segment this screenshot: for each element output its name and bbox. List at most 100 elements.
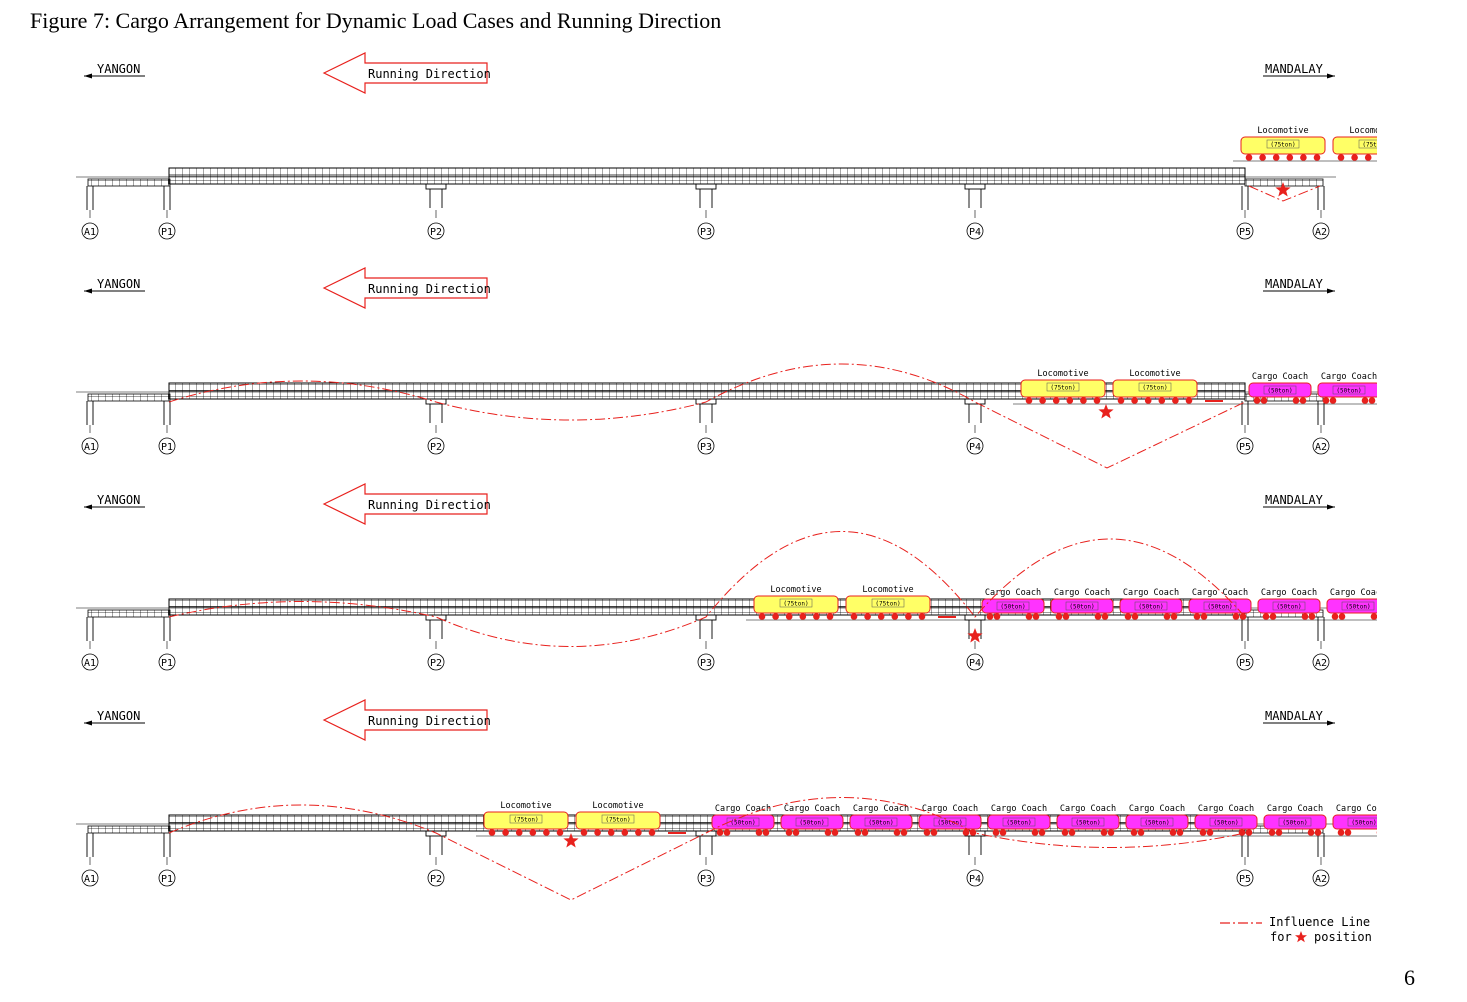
wheel <box>1379 154 1386 161</box>
support-label: P3 <box>700 874 712 885</box>
support-label-circle <box>427 653 445 671</box>
coupler <box>938 616 956 618</box>
support-label-circle <box>1312 869 1330 887</box>
vehicle-weight: (50ton) <box>1138 604 1163 611</box>
cargo-coach: (50ton)Cargo Coach <box>1056 804 1120 836</box>
support-p4: P4 <box>964 398 986 455</box>
vehicle-body <box>575 811 661 830</box>
cargo-coach: (50ton) Cargo Coach <box>780 804 844 836</box>
support-a2: A2 <box>1312 617 1330 671</box>
support-p4: P4 <box>964 183 986 240</box>
pier-cap <box>425 183 447 190</box>
weight-box <box>1266 139 1300 149</box>
support-label: A2 <box>1315 442 1327 453</box>
wheel <box>758 613 766 620</box>
wheel <box>850 613 858 620</box>
support-label-circle <box>81 437 99 455</box>
wheel <box>1031 829 1039 836</box>
wheel <box>1322 397 1330 404</box>
vehicle-name: Locomotive <box>1129 369 1180 379</box>
wheel <box>864 613 871 620</box>
vehicle-weight: (75ton) <box>1050 385 1075 392</box>
vehicle-name: Cargo Coach <box>1054 588 1110 598</box>
influence-line <box>1248 185 1321 202</box>
vehicle-body <box>849 814 913 830</box>
wheel <box>1313 154 1321 161</box>
wheel <box>1107 829 1115 836</box>
vehicle-body <box>1056 814 1120 830</box>
running-direction-label: Running Direction <box>368 714 491 728</box>
support-label: P2 <box>430 874 442 885</box>
vehicle-name: Cargo Coach <box>784 804 840 814</box>
wheel <box>1260 397 1268 404</box>
weight-box <box>1332 385 1366 395</box>
support-label: P5 <box>1239 658 1251 669</box>
support-a1: A1 <box>81 833 99 887</box>
influence-star-icon <box>563 833 579 848</box>
wheel <box>891 613 899 620</box>
support-p2: P2 <box>425 830 447 887</box>
locomotive: (75ton)Locomotive <box>483 801 569 836</box>
wheel <box>762 829 770 836</box>
support-p3: P3 <box>695 830 717 887</box>
support-label: P4 <box>969 442 981 453</box>
influence-line <box>168 531 1246 647</box>
vehicle-body <box>1257 598 1321 614</box>
wheel <box>1172 397 1179 404</box>
vehicle-body <box>483 811 569 830</box>
wheel <box>1066 397 1074 404</box>
arrow-left-icon <box>84 720 92 726</box>
pier-cap <box>425 830 447 837</box>
approach-girder-west <box>87 178 171 187</box>
vehicle-name: Cargo Coach <box>1267 804 1323 814</box>
vehicle-body <box>1112 379 1198 398</box>
legend-star-prefix: for <box>1270 930 1292 944</box>
weight-box <box>601 814 635 824</box>
cargo-coach: (50ton)Cargo Coach <box>849 804 913 836</box>
wheel <box>488 829 496 836</box>
arrow-right-icon <box>1327 73 1335 79</box>
wheel <box>1262 613 1270 620</box>
weight-box <box>864 817 898 827</box>
wheel <box>831 829 839 836</box>
wheel <box>755 829 763 836</box>
vehicle-weight: (50ton) <box>799 820 824 827</box>
support-label-circle <box>697 222 715 240</box>
vehicle-weight: (50ton) <box>1144 820 1169 827</box>
wheel <box>1351 154 1358 161</box>
support-a1: A1 <box>81 617 99 671</box>
support-label-circle <box>81 653 99 671</box>
wheel <box>1061 829 1069 836</box>
influence-star-icon <box>1275 182 1291 197</box>
wheel <box>1124 613 1132 620</box>
pier-cap <box>425 398 447 405</box>
support-label-circle <box>427 437 445 455</box>
wheel <box>905 613 912 620</box>
support-p4: P4 <box>964 830 986 887</box>
support-label-circle <box>966 437 984 455</box>
wheel <box>1344 829 1352 836</box>
wheel <box>594 829 601 836</box>
support-label-circle <box>1236 222 1254 240</box>
vehicle-body <box>987 814 1051 830</box>
cargo-coach: (50ton)Cargo Coach <box>981 588 1045 620</box>
wheel <box>1268 829 1276 836</box>
wheel <box>861 829 869 836</box>
running-direction-label: Running Direction <box>368 67 491 81</box>
arrow-right-icon <box>1327 720 1335 726</box>
support-a2: A2 <box>1312 401 1330 455</box>
wheel <box>716 829 724 836</box>
wheel <box>824 829 832 836</box>
vehicle-name: Locomotive <box>862 585 913 595</box>
support-p3: P3 <box>695 614 717 671</box>
wheel <box>621 829 629 836</box>
vehicle-name: Cargo Coach <box>1123 588 1179 598</box>
wheel <box>648 829 656 836</box>
cargo-coach: (50ton)Cargo Coach <box>1332 804 1377 836</box>
support-label-circle <box>1236 437 1254 455</box>
train: (75ton)Locomotive(75ton)Locomotive <box>1233 126 1386 162</box>
wheel <box>1080 397 1087 404</box>
yangon-label: YANGON <box>97 62 140 76</box>
